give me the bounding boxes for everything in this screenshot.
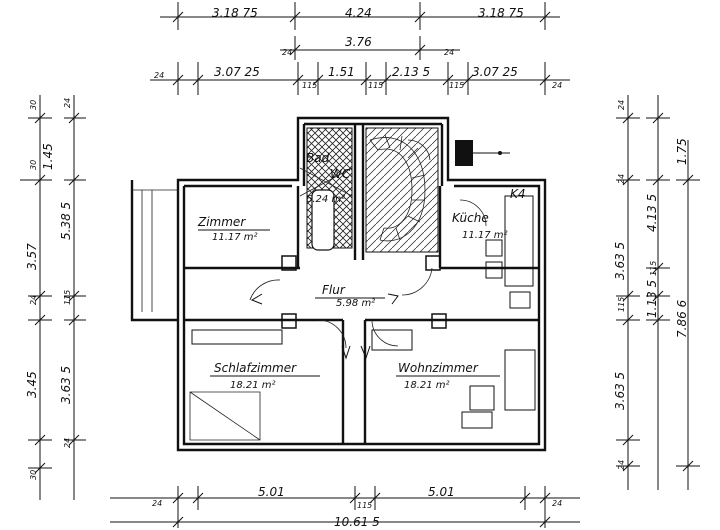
dim-bottom-total: 10.61 5 — [334, 515, 380, 529]
dim-top3-6: 2.13 5 — [392, 65, 430, 79]
dim-top-center: 4.24 — [345, 6, 372, 20]
dim-right-e: 3.63 5 — [613, 242, 627, 280]
dim-bottom-4: 5.01 — [428, 485, 455, 499]
dim-top-right: 3.18 75 — [478, 6, 524, 20]
room-labels: Zimmer 11.17 m² Bad WC 6.24 m² Küche 11.… — [197, 151, 526, 391]
room-label-kueche: Küche — [452, 211, 489, 225]
dim-top2-left: 24 — [282, 48, 292, 57]
dim-bottom-1: 24 — [152, 499, 162, 508]
right-dimension-chains: 24 1.75 24 4.13 5 3.63 5 115 115 1.13 5 … — [613, 95, 700, 490]
dim-left-k: 24 — [63, 438, 72, 448]
room-area-wohnzimmer: 18.21 m² — [404, 380, 450, 391]
building-walls — [130, 116, 547, 452]
bottom-dimension-chains: 24 5.01 115 5.01 24 10.61 5 — [110, 485, 580, 529]
room-label-wc: WC — [330, 167, 351, 181]
dim-top2-center: 3.76 — [345, 35, 372, 49]
dim-left-f: 3.57 — [25, 243, 39, 270]
room-area-bad: 6.24 m² — [306, 194, 345, 205]
room-label-zimmer: Zimmer — [197, 215, 246, 229]
dim-right-a: 24 — [617, 100, 626, 110]
dim-top3-4: 1.51 — [328, 65, 355, 79]
dim-right-g: 115 — [617, 297, 626, 312]
dim-left-e: 5.38 5 — [59, 202, 73, 240]
dim-bottom-5: 24 — [552, 499, 562, 508]
dim-right-i: 7.86 6 — [675, 299, 689, 338]
dim-left-b: 24 — [63, 98, 72, 108]
dim-top-left: 3.18 75 — [212, 6, 258, 20]
room-label-bad: Bad — [306, 151, 330, 165]
dim-top3-7: 115 — [449, 81, 464, 90]
room-area-flur: 5.98 m² — [336, 298, 375, 309]
dim-top2-right: 24 — [444, 48, 454, 57]
dim-right-h: 1.13 5 — [645, 280, 659, 318]
dim-right-d: 4.13 5 — [645, 194, 659, 232]
dim-left-h: 115 — [63, 290, 72, 305]
kitchen-mark: K4 — [510, 187, 526, 201]
dim-top3-5: 115 — [368, 81, 383, 90]
dim-top3-9: 24 — [552, 81, 562, 90]
dim-right-f: 115 — [649, 261, 658, 276]
dim-left-d: 30 — [29, 160, 38, 170]
dim-top3-3: 115 — [302, 81, 317, 90]
room-label-flur: Flur — [322, 283, 346, 297]
dim-top3-1: 24 — [154, 71, 164, 80]
dim-bottom-3: 115 — [357, 501, 372, 510]
room-area-schlafzimmer: 18.21 m² — [230, 380, 276, 391]
dim-left-i: 3.45 — [25, 371, 39, 398]
room-area-kueche: 11.17 m² — [462, 230, 508, 241]
dim-top3-2: 3.07 25 — [214, 65, 260, 79]
dim-left-c: 1.45 — [41, 143, 55, 170]
dim-right-j: 3.63 5 — [613, 372, 627, 410]
dim-left-g: 24 — [29, 295, 38, 305]
left-dimension-chains: 30 24 1.45 30 5.38 5 3.57 24 115 3.45 3.… — [20, 95, 86, 500]
dim-left-j: 3.63 5 — [59, 366, 73, 404]
dim-bottom-2: 5.01 — [258, 485, 285, 499]
room-label-schlafzimmer: Schlafzimmer — [214, 361, 297, 375]
dim-right-k: 24 — [617, 460, 626, 470]
dim-left-a: 30 — [29, 100, 38, 110]
fixtures — [189, 127, 536, 441]
dim-left-l: 30 — [29, 470, 38, 480]
dim-top3-8: 3.07 25 — [472, 65, 518, 79]
room-area-zimmer: 11.17 m² — [212, 232, 258, 243]
dim-right-b: 1.75 — [675, 138, 689, 165]
dim-right-c: 24 — [617, 174, 626, 184]
top-dimension-chains: 3.18 75 4.24 3.18 75 24 3.76 24 24 3.07 … — [150, 2, 570, 95]
room-label-wohnzimmer: Wohnzimmer — [398, 361, 479, 375]
